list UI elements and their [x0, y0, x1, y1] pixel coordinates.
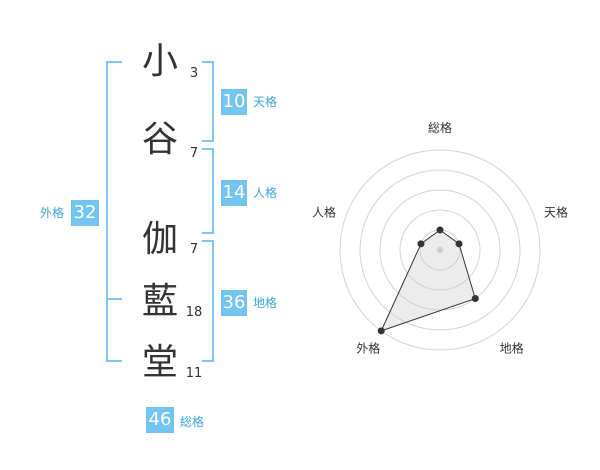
chi-value-badge: 36 — [221, 290, 247, 316]
name-char-2: 谷 — [141, 119, 178, 160]
name-char-1: 小 — [141, 41, 178, 82]
ten-label: 天格 — [253, 95, 278, 109]
name-char-3: 伽 — [141, 219, 178, 260]
gai-bracket-middle-tick — [106, 298, 122, 300]
chi-label: 地格 — [253, 296, 278, 310]
radar-axis-label-5: 人格 — [312, 204, 336, 219]
radar-axis-label-1: 総格 — [428, 120, 452, 135]
stroke-count-2: 7 — [189, 146, 199, 161]
stroke-count-1: 3 — [189, 66, 199, 81]
ten-bracket — [202, 61, 214, 142]
sou-label: 総格 — [180, 415, 205, 429]
radar-ring-2 — [399, 209, 481, 291]
radar-point-1 — [436, 226, 444, 234]
radar-axis-label-4: 外格 — [356, 341, 380, 356]
name-char-5: 堂 — [141, 342, 178, 383]
radar-axis-label-2: 天格 — [544, 204, 568, 219]
gai-value-badge: 32 — [71, 200, 99, 226]
jin-value-badge: 14 — [221, 180, 247, 206]
sou-value-badge: 46 — [146, 407, 174, 433]
radar-point-4 — [377, 327, 385, 335]
gai-label: 外格 — [40, 206, 65, 220]
name-char-4: 藍 — [141, 281, 178, 322]
stroke-count-4: 18 — [185, 305, 203, 320]
radar-ring-4 — [359, 169, 521, 331]
radar-axis-label-3: 地格 — [500, 341, 524, 356]
stroke-count-5: 11 — [185, 366, 203, 381]
radar-point-5 — [417, 240, 425, 248]
radar-point-3 — [471, 295, 479, 303]
radar-point-2 — [455, 240, 463, 248]
stroke-count-3: 7 — [189, 242, 199, 257]
jin-bracket — [202, 148, 214, 234]
radar-series-polygon — [380, 229, 476, 332]
ten-value-badge: 10 — [221, 89, 247, 115]
chi-bracket — [202, 240, 214, 362]
radar-ring-3 — [379, 189, 501, 311]
radar-ring-5 — [339, 149, 541, 351]
radar-center-dot — [437, 247, 443, 253]
gai-bracket — [106, 61, 122, 362]
jin-label: 人格 — [253, 186, 278, 200]
